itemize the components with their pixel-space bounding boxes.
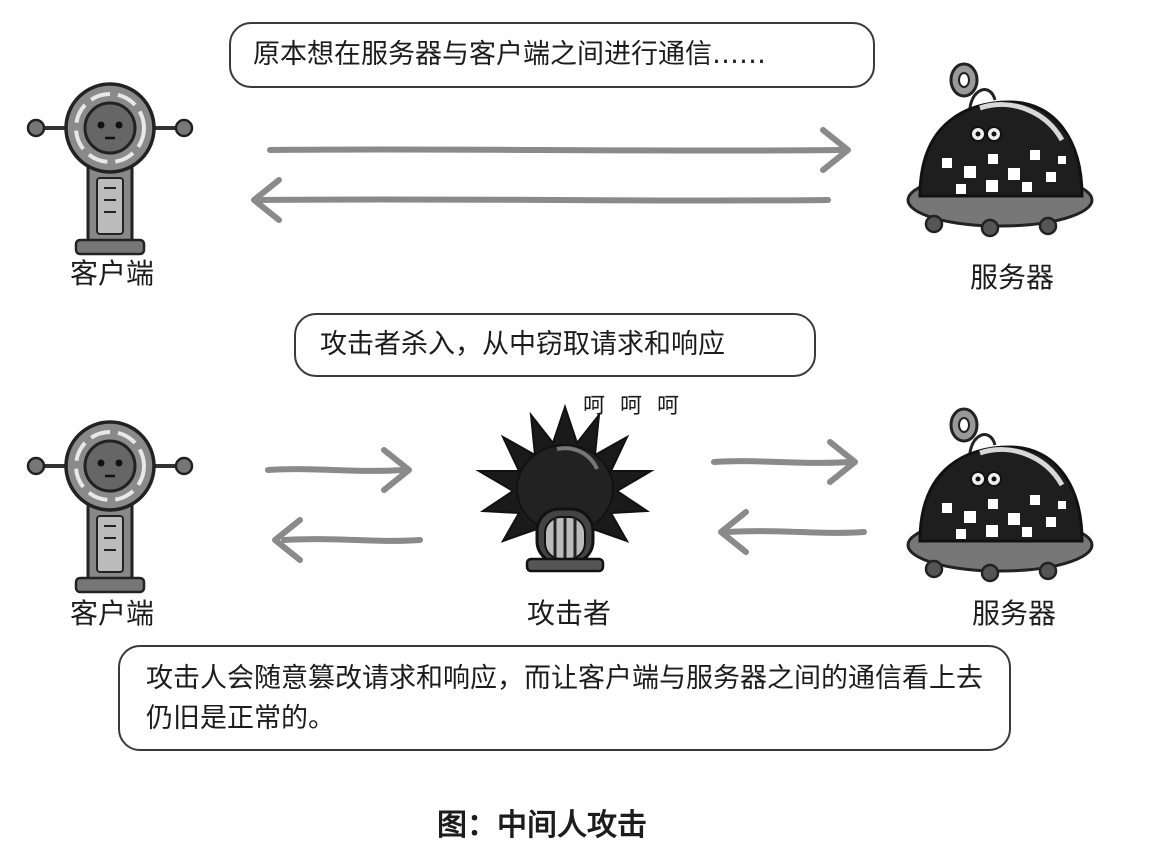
server-robot-icon <box>908 409 1092 581</box>
attacker-laugh-text: 呵 呵 呵 <box>583 394 683 419</box>
client-to-attacker-arrow <box>268 469 404 471</box>
figure-caption: 图：中间人攻击 <box>437 808 647 843</box>
request-arrow <box>270 149 840 150</box>
arrow-icon <box>718 509 749 555</box>
arrow-icon <box>827 439 858 485</box>
arrow-icon <box>272 517 303 563</box>
intent-speech-bubble: 原本想在服务器与客户端之间进行通信…… <box>229 22 875 88</box>
response-arrow-head <box>251 177 282 223</box>
attacker-to-client-arrow <box>284 539 420 541</box>
server-to-attacker-arrow <box>728 531 864 533</box>
attacker-icon <box>477 405 653 573</box>
request-arrow-head <box>820 127 851 173</box>
server-label: 服务器 <box>970 261 1055 294</box>
attacker-label: 攻击者 <box>527 597 612 630</box>
client-label: 客户端 <box>70 597 155 630</box>
server-robot-icon <box>908 64 1092 236</box>
client-label: 客户端 <box>70 257 155 290</box>
server-label: 服务器 <box>972 597 1057 630</box>
arrow-icon <box>381 447 412 493</box>
client-robot-icon <box>26 82 194 256</box>
client-robot-icon <box>26 420 194 594</box>
attacker-speech-bubble: 攻击者杀入，从中窃取请求和响应 <box>294 313 816 377</box>
response-arrow <box>258 199 828 200</box>
attacker-to-server-arrow <box>714 461 850 463</box>
explanation-note-bubble: 攻击人会随意篡改请求和响应，而让客户端与服务器之间的通信看上去仍旧是正常的。 <box>118 645 1011 751</box>
